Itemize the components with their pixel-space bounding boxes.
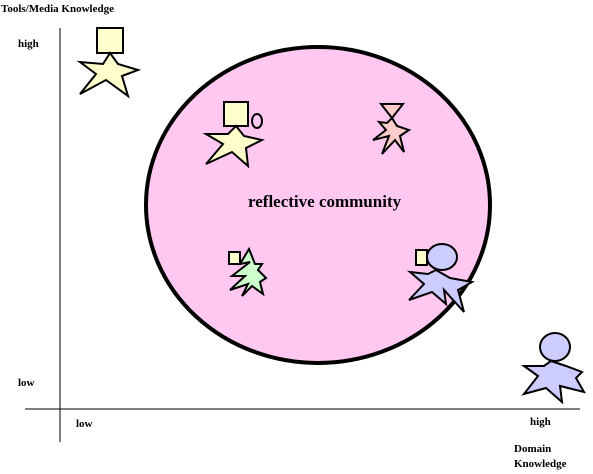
yellow-figure-mug xyxy=(202,101,265,169)
green-figure xyxy=(228,246,268,297)
y-axis-label: Tools/Media Knowledge xyxy=(1,3,114,15)
center-label: reflective community xyxy=(248,192,402,211)
x-axis-label-line2: Knowledge xyxy=(514,458,567,470)
yellow-figure-top-left xyxy=(76,27,142,99)
blue-figure-bottom-right xyxy=(520,332,587,405)
y-high-label: high xyxy=(18,38,39,50)
blue-figure-inside xyxy=(406,243,475,313)
pink-figure xyxy=(372,103,412,155)
y-low-label: low xyxy=(18,377,35,389)
x-high-label: high xyxy=(530,416,551,428)
x-low-label: low xyxy=(76,418,93,430)
x-axis-label-line1: Domain xyxy=(514,443,552,455)
